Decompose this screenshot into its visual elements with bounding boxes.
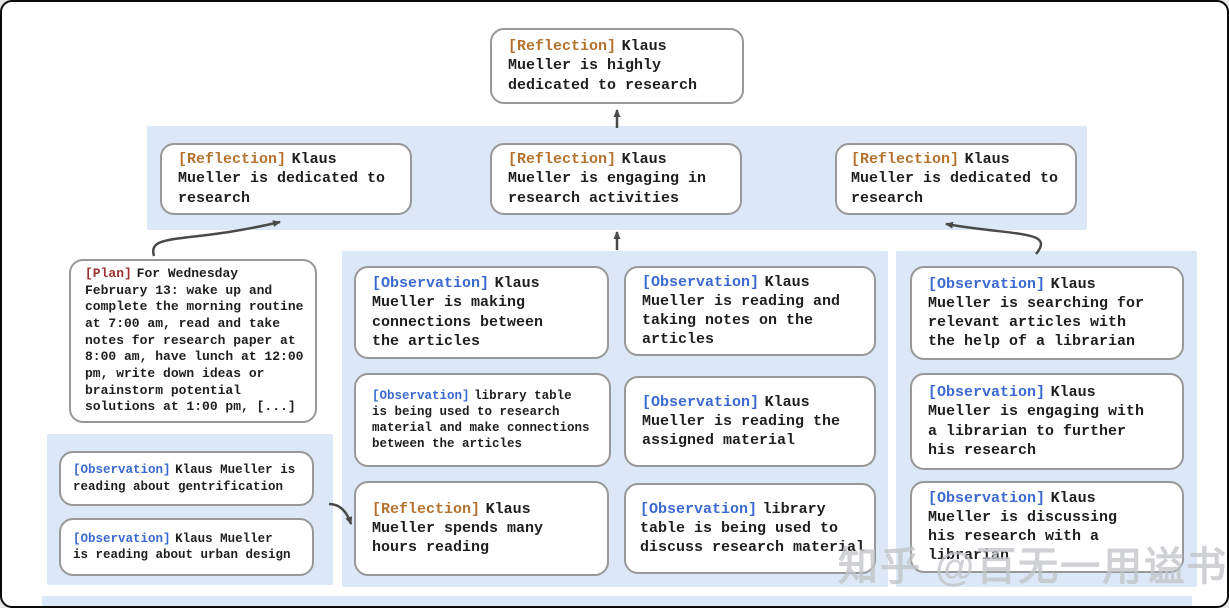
zhihu-watermark: 知乎 @百无一用谥书生 [838,545,1229,589]
node-reflection-top: [Reflection]Klaus Mueller is highly dedi… [490,28,744,104]
memory-text: library table is being used to research … [372,388,590,452]
node-observation-library-table-discuss: [Observation]library table is being used… [624,483,876,574]
memory-text: Klaus Mueller is searching for relevant … [928,275,1145,351]
memory-text: library table is being used to discuss r… [640,500,866,557]
memory-text: Klaus Mueller is making connections betw… [372,275,544,350]
memory-tag-observation: [Observation] [928,489,1046,507]
node-observation-urban-design: [Observation]Klaus Mueller is reading ab… [59,518,314,576]
memory-tag-observation: [Observation] [372,388,470,403]
memory-text: Klaus Mueller is reading and taking note… [642,273,841,349]
memory-text: Klaus Mueller spends many hours reading [372,500,544,557]
memory-tag-reflection: [Reflection] [851,151,960,169]
memory-text: Klaus Mueller is reading about urban des… [73,531,291,562]
band-bottom-strip [42,596,1192,606]
memory-tag-observation: [Observation] [928,275,1046,293]
memory-text: Klaus Mueller is reading about gentrific… [73,463,296,494]
node-observation-reading-assigned-material: [Observation]Klaus Mueller is reading th… [624,376,876,467]
memory-text: Klaus Mueller is dedicated to research [851,151,1059,207]
memory-tag-observation: [Observation] [73,463,171,478]
node-reflection-row2-middle: [Reflection]Klaus Mueller is engaging in… [490,143,742,215]
memory-tag-reflection: [Reflection] [508,151,617,169]
memory-text: Klaus Mueller is reading the assigned ma… [642,393,841,450]
node-reflection-row2-left: [Reflection]Klaus Mueller is dedicated t… [160,143,412,215]
node-reflection-row2-right: [Reflection]Klaus Mueller is dedicated t… [835,143,1077,215]
memory-tag-plan: [Plan] [85,266,132,282]
memory-tag-observation: [Observation] [640,500,758,518]
memory-text: Klaus Mueller is engaging with a librari… [928,384,1145,459]
memory-tag-observation: [Observation] [642,393,760,411]
memory-tag-observation: [Observation] [928,384,1046,402]
node-observation-library-table-research: [Observation]library table is being used… [354,373,611,467]
node-observation-making-connections: [Observation]Klaus Mueller is making con… [354,266,609,359]
memory-text: Klaus Mueller is discussing his research… [928,489,1118,565]
memory-tag-observation: [Observation] [372,275,490,293]
node-observation-gentrification: [Observation]Klaus Mueller is reading ab… [59,451,314,506]
memory-tag-observation: [Observation] [73,531,171,546]
memory-text: Klaus Mueller is engaging in research ac… [508,151,707,207]
node-plan-wednesday: [Plan]For Wednesday February 13: wake up… [69,259,317,423]
node-observation-discussing-research: [Observation]Klaus Mueller is discussing… [910,481,1184,573]
node-observation-searching-articles: [Observation]Klaus Mueller is searching … [910,266,1184,360]
memory-tag-reflection: [Reflection] [508,38,617,56]
node-observation-engaging-librarian: [Observation]Klaus Mueller is engaging w… [910,373,1184,470]
memory-tag-observation: [Observation] [642,273,760,291]
node-observation-taking-notes: [Observation]Klaus Mueller is reading an… [624,266,876,356]
memory-tag-reflection: [Reflection] [372,500,481,518]
memory-text: For Wednesday February 13: wake up and c… [85,266,304,415]
memory-tag-reflection: [Reflection] [178,151,287,169]
memory-text: Klaus Mueller is highly dedicated to res… [508,38,698,94]
memory-text: Klaus Mueller is dedicated to research [178,151,386,207]
node-reflection-spends-hours-reading: [Reflection]Klaus Mueller spends many ho… [354,481,609,576]
